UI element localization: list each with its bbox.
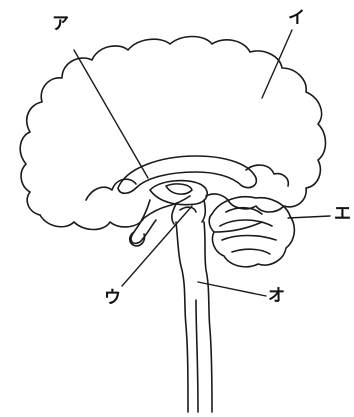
leader-a bbox=[74, 50, 148, 178]
leader-e bbox=[288, 216, 330, 218]
leader-i bbox=[262, 30, 292, 98]
parietal-sulcus bbox=[246, 165, 288, 186]
frontal-sulcus bbox=[86, 179, 136, 200]
cerebrum-outline bbox=[20, 37, 325, 216]
temporal-lobe-outline bbox=[40, 196, 190, 230]
hypothalamus-outline bbox=[131, 200, 156, 243]
brainstem-right bbox=[204, 222, 212, 412]
cerebellum-branch bbox=[214, 222, 262, 232]
label-e: エ bbox=[334, 206, 351, 223]
third-ventricle bbox=[166, 184, 192, 194]
label-i: イ bbox=[288, 10, 305, 27]
label-a: ア bbox=[52, 16, 69, 33]
brainstem-left bbox=[176, 222, 188, 412]
label-u: ウ bbox=[104, 290, 121, 307]
leader-u bbox=[122, 206, 192, 286]
central-canal bbox=[196, 300, 198, 412]
label-o: オ bbox=[268, 288, 285, 305]
